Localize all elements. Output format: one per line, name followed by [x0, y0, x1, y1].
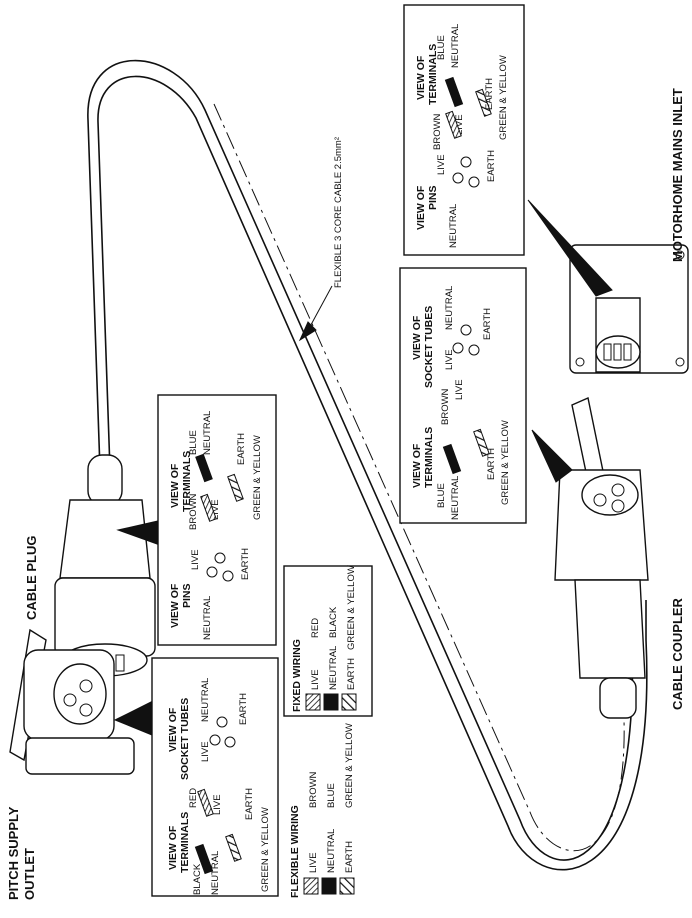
svg-text:NEUTRAL: NEUTRAL [202, 596, 213, 640]
svg-text:EARTH: EARTH [236, 433, 247, 465]
svg-text:VIEW OF: VIEW OF [411, 315, 423, 360]
title-pitch-supply-1: PITCH SUPPLY [6, 806, 21, 900]
svg-text:EARTH: EARTH [482, 308, 493, 340]
svg-text:GREEN & YELLOW: GREEN & YELLOW [498, 55, 509, 140]
pitch-supply-outlet [9, 628, 135, 775]
svg-text:VIEW OF: VIEW OF [169, 583, 181, 628]
svg-text:LIVE: LIVE [200, 741, 211, 762]
svg-text:EARTH: EARTH [240, 548, 251, 580]
svg-text:BROWN: BROWN [308, 771, 319, 808]
title-cable-coupler: CABLE COUPLER [670, 597, 685, 710]
plug-panel: VIEW OF PINS VIEW OF TERMINALS NEUTRAL L… [157, 394, 277, 646]
svg-text:VIEW OF: VIEW OF [169, 463, 181, 508]
svg-text:SOCKET TUBES: SOCKET TUBES [423, 306, 435, 388]
svg-text:EARTH: EARTH [344, 841, 355, 873]
svg-text:GREEN & YELLOW: GREEN & YELLOW [346, 565, 357, 650]
svg-text:RED: RED [188, 788, 199, 808]
svg-text:RED: RED [310, 618, 321, 638]
svg-text:NEUTRAL: NEUTRAL [202, 411, 213, 455]
title-pitch-supply-2: OUTLET [22, 848, 37, 900]
svg-text:NEUTRAL: NEUTRAL [200, 678, 211, 722]
svg-text:BLUE: BLUE [326, 783, 337, 808]
svg-text:BLACK: BLACK [192, 863, 203, 895]
svg-text:BLUE: BLUE [436, 35, 447, 60]
svg-text:GREEN & YELLOW: GREEN & YELLOW [500, 420, 511, 505]
cable-plug [54, 454, 156, 677]
svg-text:VIEW OF: VIEW OF [415, 185, 427, 230]
svg-text:VIEW OF: VIEW OF [167, 825, 179, 870]
svg-text:GREEN & YELLOW: GREEN & YELLOW [252, 435, 263, 520]
long-cable [87, 59, 648, 871]
outlet-panel: VIEW OF TERMINALS VIEW OF SOCKET TUBES B… [151, 657, 279, 897]
svg-text:GREEN & YELLOW: GREEN & YELLOW [344, 723, 355, 808]
svg-text:BLUE: BLUE [188, 430, 199, 455]
svg-text:EARTH: EARTH [244, 788, 255, 820]
svg-text:TERMINALS: TERMINALS [423, 427, 435, 488]
svg-text:FIXED WIRING: FIXED WIRING [291, 639, 303, 712]
svg-text:EARTH: EARTH [238, 693, 249, 725]
svg-text:PINS: PINS [427, 185, 439, 210]
svg-text:NEUTRAL: NEUTRAL [326, 829, 337, 873]
svg-text:NEUTRAL: NEUTRAL [450, 24, 461, 68]
svg-text:LIVE: LIVE [444, 349, 455, 370]
svg-text:VIEW OF: VIEW OF [411, 443, 423, 488]
outlet-pointer [113, 699, 156, 736]
svg-text:FLEXIBLE WIRING: FLEXIBLE WIRING [289, 805, 301, 898]
svg-text:BROWN: BROWN [188, 493, 199, 530]
svg-text:VIEW OF: VIEW OF [167, 707, 179, 752]
svg-text:GREEN & YELLOW: GREEN & YELLOW [260, 807, 271, 892]
cable-spec-label: FLEXIBLE 3 CORE CABLE 2.5mm² [298, 137, 344, 342]
coupler-pointer [531, 429, 573, 483]
svg-text:VIEW OF: VIEW OF [415, 55, 427, 100]
cable-coupler [554, 397, 649, 719]
svg-text:NEUTRAL: NEUTRAL [210, 851, 221, 895]
svg-text:LIVE: LIVE [454, 114, 465, 135]
svg-text:EARTH: EARTH [484, 78, 495, 110]
svg-text:NEUTRAL: NEUTRAL [444, 286, 455, 330]
legend-fixed-wiring: FIXED WIRING LIVE RED NEUTRAL BLACK EART… [283, 565, 373, 717]
svg-text:BLUE: BLUE [436, 483, 447, 508]
svg-text:TERMINALS: TERMINALS [179, 812, 191, 873]
svg-text:NEUTRAL: NEUTRAL [450, 476, 461, 520]
svg-text:LIVE: LIVE [210, 499, 221, 520]
svg-text:BROWN: BROWN [432, 113, 443, 150]
svg-text:TERMINALS: TERMINALS [427, 44, 439, 105]
title-cable-plug: CABLE PLUG [24, 536, 39, 621]
svg-text:TERMINALS: TERMINALS [181, 451, 193, 512]
svg-text:NEUTRAL: NEUTRAL [328, 646, 339, 690]
svg-text:BLACK: BLACK [328, 606, 339, 638]
svg-text:PINS: PINS [181, 583, 193, 608]
svg-text:LIVE: LIVE [190, 549, 201, 570]
legend-flexible-wiring: FLEXIBLE WIRING LIVE BROWN NEUTRAL BLUE … [289, 723, 355, 898]
svg-text:LIVE: LIVE [436, 154, 447, 175]
svg-text:BROWN: BROWN [440, 388, 451, 425]
inlet-panel: VIEW OF PINS VIEW OF TERMINALS NEUTRAL L… [403, 4, 525, 256]
svg-text:EARTH: EARTH [486, 150, 497, 182]
cable-spec-text: FLEXIBLE 3 CORE CABLE 2.5mm² [333, 137, 344, 288]
svg-text:SOCKET TUBES: SOCKET TUBES [179, 698, 191, 780]
svg-text:NEUTRAL: NEUTRAL [448, 204, 459, 248]
title-motorhome-mains-inlet: MOTORHOME MAINS INLET [670, 88, 685, 262]
svg-text:LIVE: LIVE [310, 669, 321, 690]
coupler-panel: VIEW OF TERMINALS VIEW OF SOCKET TUBES B… [399, 267, 527, 524]
svg-text:LIVE: LIVE [308, 852, 319, 873]
svg-text:LIVE: LIVE [212, 794, 223, 815]
svg-text:LIVE: LIVE [454, 379, 465, 400]
svg-text:EARTH: EARTH [486, 448, 497, 480]
svg-text:EARTH: EARTH [346, 658, 357, 690]
inlet-pointer [527, 199, 613, 297]
